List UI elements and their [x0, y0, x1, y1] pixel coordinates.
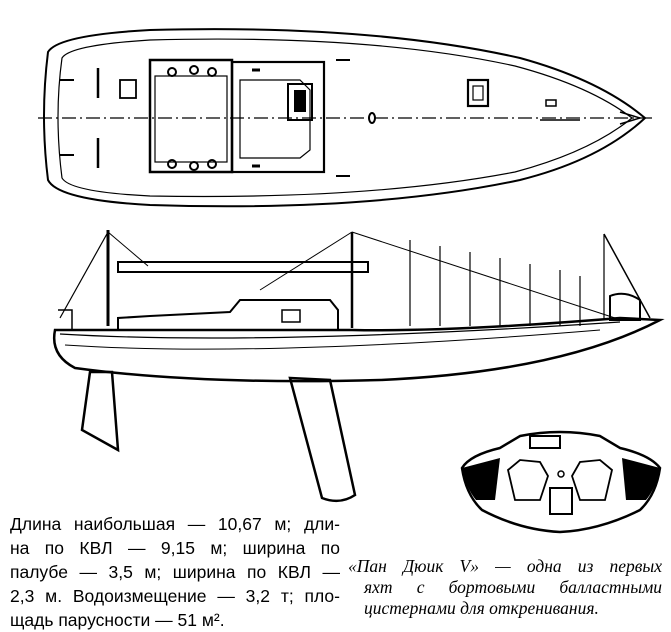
ballast-tank-left: [462, 458, 500, 500]
caption-text: «Пан Дюик V» — одна из первых яхт с борт…: [348, 556, 662, 619]
ballast-tank-right: [622, 458, 660, 500]
keel: [288, 376, 357, 503]
cross-section: [460, 430, 662, 534]
deck-plan: [38, 28, 652, 208]
hull-outline: [52, 316, 665, 383]
specs-line: Длина наибольшая — 10,67 м; дли-: [10, 514, 340, 534]
specs-line: палубе — 3,5 м; ширина по КВЛ —: [10, 562, 340, 582]
specs-line: щадь парусности — 51 м².: [10, 610, 225, 630]
specs-line: на по КВЛ — 9,15 м; ширина по: [10, 538, 340, 558]
specs-line: 2,3 м. Водоизмещение — 3,2 т; пло-: [10, 586, 340, 606]
rudder: [80, 370, 120, 453]
caption-line: «Пан Дюик V» — одна из первых: [348, 556, 662, 576]
caption-line: цистернами для откренивания.: [364, 598, 599, 618]
deck-outline: [43, 28, 647, 208]
side-profile: [52, 230, 665, 503]
specs-text: Длина наибольшая — 10,67 м; дли- на по К…: [10, 512, 340, 632]
caption-line: яхт с бортовыми балластными: [364, 577, 662, 597]
